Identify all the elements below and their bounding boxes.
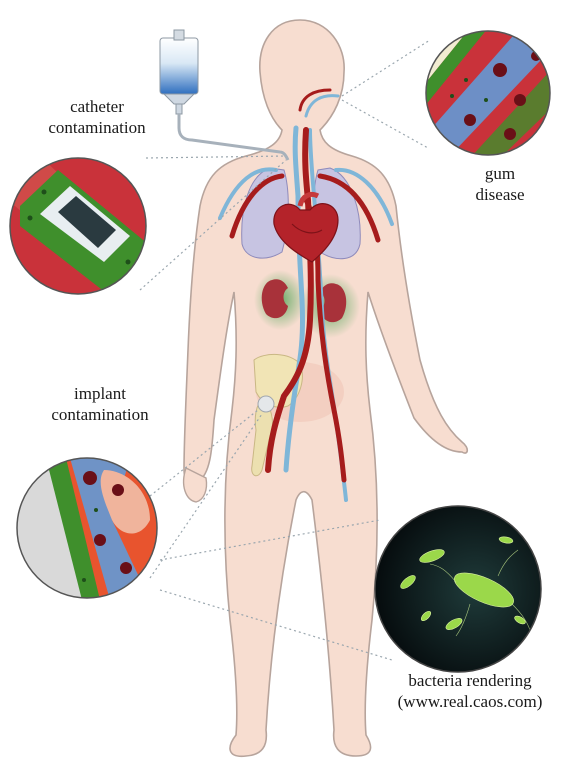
label-bacteria-line1: bacteria rendering	[380, 670, 560, 691]
label-implant-line1: implant	[30, 383, 170, 404]
label-gum-disease: gum disease	[455, 163, 545, 205]
label-bacteria-line2: (www.real.caos.com)	[380, 691, 560, 712]
label-gum-line2: disease	[455, 184, 545, 205]
label-bacteria-rendering: bacteria rendering (www.real.caos.com)	[380, 670, 560, 712]
label-implant-line2: contamination	[30, 404, 170, 425]
label-gum-line1: gum	[455, 163, 545, 184]
label-catheter-line1: catheter	[32, 96, 162, 117]
gum-disease-magnified-view	[420, 28, 560, 158]
bacteria-rendering-view	[372, 504, 544, 676]
implant-contamination-magnified-view	[16, 458, 158, 600]
label-catheter-line2: contamination	[32, 117, 162, 138]
label-implant-contamination: implant contamination	[30, 383, 170, 425]
label-catheter-contamination: catheter contamination	[32, 96, 162, 138]
catheter-contamination-magnified-view	[8, 156, 148, 296]
